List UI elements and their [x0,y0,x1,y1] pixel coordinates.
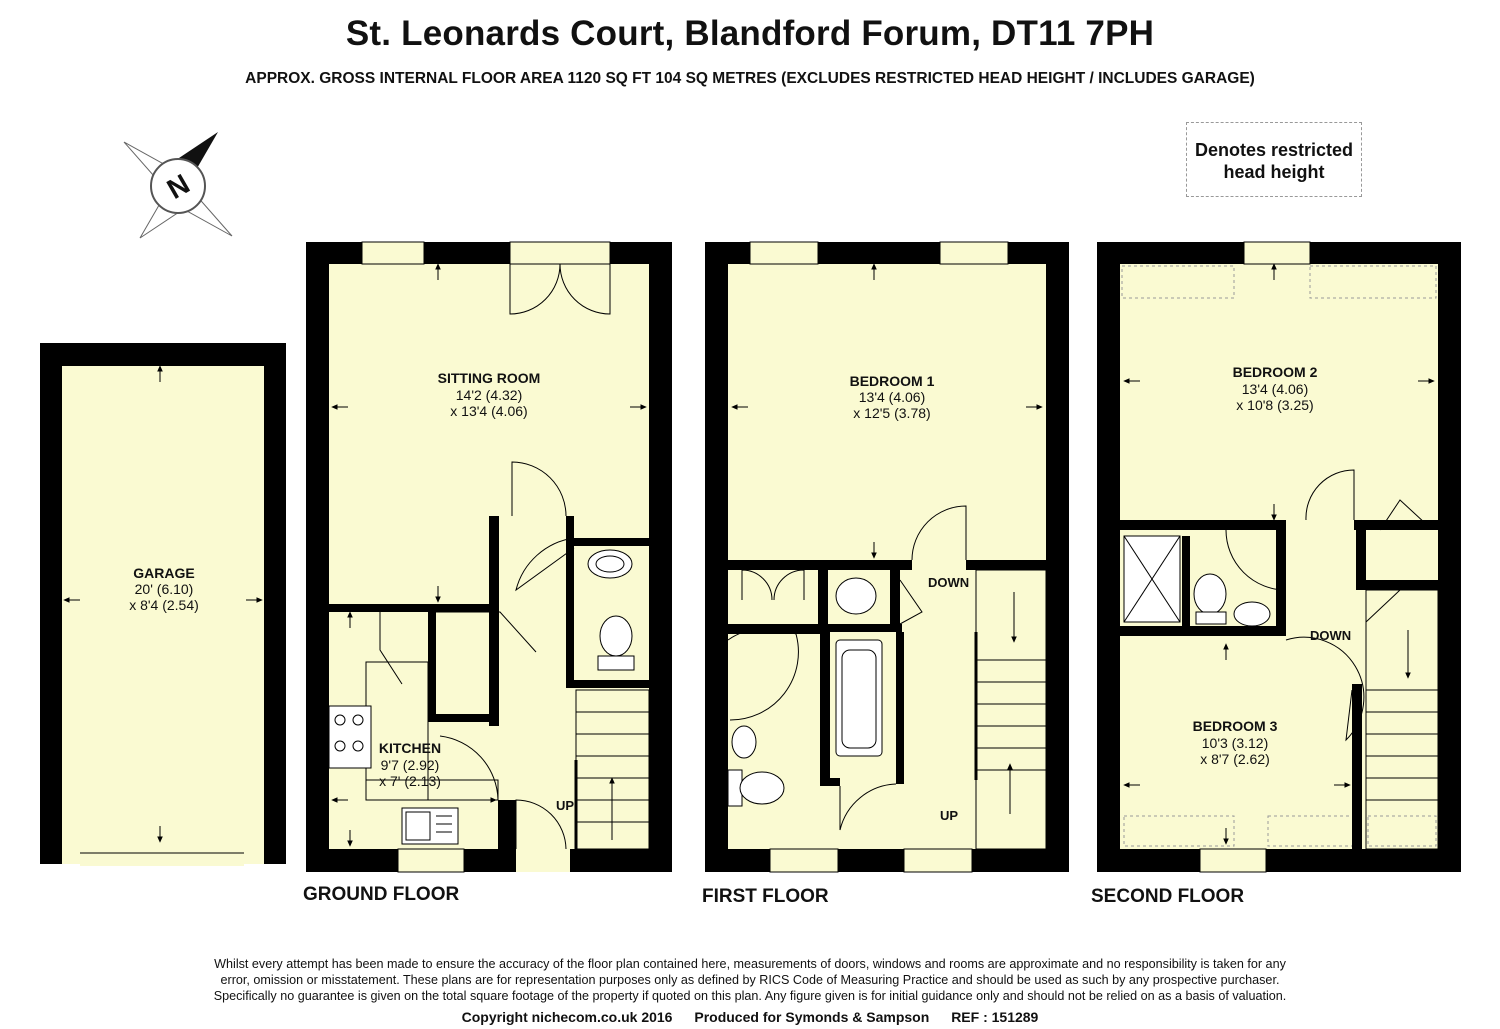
disclaimer-line-3: Specifically no guarantee is given on th… [213,989,1287,1003]
ground-floor-stairs-up-label: UP [556,798,574,813]
first-floor-plan [705,241,1069,873]
bedroom-3-dim-2: x 8'7 (2.62) [1200,751,1270,767]
page-title: St. Leonards Court, Blandford Forum, DT1… [345,14,1155,53]
footer-ref: REF : 151289 [951,1009,1039,1025]
footer: Copyright nichecom.co.uk 2016 Produced f… [0,1009,1500,1025]
bedroom-2-dim-1: 13'4 (4.06) [1242,381,1309,397]
second-floor-label: SECOND FLOOR [1091,886,1245,907]
kitchen-dim-2: x 7' (2.13) [379,773,441,789]
floor-area-subtitle: APPROX. GROSS INTERNAL FLOOR AREA 1120 S… [245,70,1255,87]
footer-produced: Produced for Symonds & Sampson [694,1009,930,1025]
first-floor-label: FIRST FLOOR [702,886,829,907]
garage-label: GARAGE [133,565,194,581]
bedroom-1-dim-2: x 12'5 (3.78) [853,405,930,421]
kitchen-label: KITCHEN [379,740,441,756]
kitchen-dim-1: 9'7 (2.92) [381,757,440,773]
bedroom-2-dim-2: x 10'8 (3.25) [1236,397,1313,413]
bedroom-2-label: BEDROOM 2 [1233,364,1318,380]
legend-line-1: Denotes restricted [1194,140,1354,160]
footer-copyright: Copyright nichecom.co.uk 2016 [461,1009,673,1025]
disclaimer-line-2: error, omission or misstatement. These p… [220,973,1280,987]
bedroom-1-dim-1: 13'4 (4.06) [859,389,926,405]
disclaimer: Whilst every attempt has been made to en… [150,956,1350,1004]
disclaimer-line-1: Whilst every attempt has been made to en… [214,957,1286,971]
bedroom-3-label: BEDROOM 3 [1193,718,1278,734]
ground-floor-plan [306,241,672,873]
bedroom-3-dim-1: 10'3 (3.12) [1202,735,1269,751]
north-compass-icon: N [123,132,233,239]
bedroom-1-label: BEDROOM 1 [850,373,935,389]
restricted-height-legend: Denotes restricted head height [1186,122,1362,197]
second-floor-plan [1097,241,1461,873]
garage-dim-2: x 8'4 (2.54) [129,597,199,613]
garage-dim-1: 20' (6.10) [135,581,194,597]
first-floor-stairs-down-label: DOWN [928,575,969,590]
garage-plan [40,343,286,866]
sitting-room-dim-1: 14'2 (4.32) [456,387,523,403]
legend-line-2: head height [1223,162,1325,182]
sitting-room-dim-2: x 13'4 (4.06) [450,403,527,419]
second-floor-stairs-down-label: DOWN [1310,628,1351,643]
ground-floor-label: GROUND FLOOR [303,884,460,905]
sitting-room-label: SITTING ROOM [438,370,541,386]
first-floor-stairs-up-label: UP [940,808,958,823]
